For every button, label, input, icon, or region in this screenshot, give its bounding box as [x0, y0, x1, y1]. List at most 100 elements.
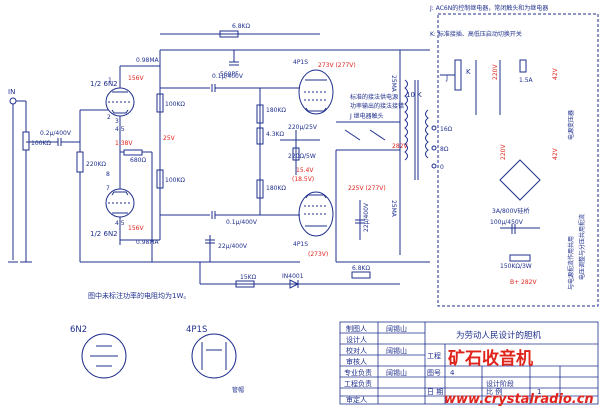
label-r-220-5w: 220Ω/5W [288, 153, 316, 160]
svg-text:J: J [445, 74, 448, 82]
resistor-100k-in [22, 131, 30, 151]
tb-ratio-lbl: 比 例 [486, 387, 502, 396]
label-r-100k-b: 100KΩ [165, 177, 185, 184]
tb-r1: 制图人 [346, 324, 367, 333]
label-220v-b: 220V [500, 144, 507, 160]
tb-proj: 工程 [427, 351, 441, 360]
note-top-right-2: K: 标准接插、高低压启动切换开关 [430, 30, 522, 38]
label-r-68k-b: 6.8KΩ [352, 265, 370, 272]
svg-text:8: 8 [106, 171, 110, 178]
tb-name-c: 阔锡山 [386, 368, 407, 377]
note-bottom-left: 图中未标注功率的电阻均为1W。 [88, 291, 190, 300]
tb-sheet: 4 [450, 369, 455, 377]
label-fuse: 1.5A [519, 77, 534, 84]
label-sym-6n2: 6N2 [70, 325, 87, 335]
tb-fig: 图号 [427, 369, 441, 377]
tb-name-a: 阔锡山 [386, 324, 407, 333]
label-25v: 25V [163, 135, 176, 142]
note-mid-1: 标准的接法供电源 [350, 93, 398, 101]
label-c-01b: 0.1μ/400V [226, 219, 258, 226]
label-225v: 225V (277V) [348, 185, 386, 192]
svg-text:1: 1 [108, 77, 112, 84]
label-bridge: 3A/800V硅桥 [492, 207, 530, 215]
label-r-180k-b: 180KΩ [266, 185, 286, 192]
bridge-rectifier [499, 159, 541, 201]
label-vert-psu2: 电压调整与分压共用扼流 [578, 214, 586, 280]
diode-in4001 [289, 279, 300, 289]
resistor-680 [123, 149, 143, 156]
tb-design-lbl: 设计阶段 [486, 379, 514, 388]
label-42v: 42V [552, 67, 559, 80]
symbol-6n2 [81, 333, 127, 379]
tb-r6: 工程负责 [344, 379, 372, 388]
tb-r5: 专业负责 [344, 368, 372, 377]
label-154v: 15.4V [296, 167, 314, 174]
svg-text:K: K [466, 68, 471, 76]
label-r-100k: 100KΩ [31, 140, 51, 147]
label-273v-top: 273V (277V) [318, 62, 356, 69]
label-cap-in: 0.2μ/400V [40, 130, 72, 137]
watermark-cn: 矿石收音机 [448, 348, 533, 369]
tube-4p1s-top [298, 69, 334, 115]
resistor-220k [76, 151, 84, 173]
psu-box [437, 13, 599, 307]
label-in: IN [8, 88, 15, 96]
label-tap-8: 8Ω [440, 146, 449, 153]
label-r-150k: 150KΩ/3W [500, 263, 532, 270]
label-4p1s-bot: 4P1S [293, 241, 308, 248]
tb-r7: 审定人 [346, 395, 367, 404]
label-c-100: 100μ/450V [490, 219, 524, 226]
label-r-680: 680Ω [130, 157, 146, 164]
input-jack [9, 97, 17, 105]
label-c-560: 560PF [220, 71, 239, 78]
label-tap-0: 0 [440, 164, 444, 171]
label-sym-4p1s: 4P1S [186, 325, 207, 335]
note-mid-3: J 继电器触头 [349, 112, 384, 120]
label-b-plus: B+ 282V [510, 279, 538, 286]
label-diode: IN4001 [282, 273, 304, 280]
note-mid-2: 功率输出的接法接错 [350, 102, 404, 110]
svg-text:7: 7 [106, 185, 110, 192]
label-273v-bot: (273V) [308, 251, 328, 258]
label-ma-top: 0.98MA [136, 57, 160, 64]
svg-text:3: 3 [115, 118, 119, 125]
symbol-4p1s [191, 333, 237, 379]
label-sym-note: 管帽 [232, 386, 244, 394]
output-transformer-primary [404, 79, 408, 161]
label-c-220: 220μ/25V [288, 124, 318, 131]
watermark-url: www.crystalradio.cn [444, 392, 594, 406]
label-c-22: 22μ/400V [218, 243, 248, 250]
output-transformer-secondary [425, 109, 429, 159]
label-185v: (18.5V) [292, 176, 314, 183]
title-block [339, 321, 599, 405]
label-vert-psu: 电源变压器 [567, 110, 575, 140]
label-c-22b: 22μ/400V [363, 202, 370, 232]
label-42v-b: 42V [552, 147, 559, 160]
note-top-right-1: J: AC6N的控制继电器，常闭触头和为继电器 [429, 4, 548, 12]
label-25ma-a: 25MA [390, 75, 397, 93]
tb-r2: 设计人 [346, 335, 367, 344]
label-138v: 1.38V [115, 140, 133, 147]
label-156v-top: 156V [128, 75, 144, 82]
tb-r4: 审核人 [346, 357, 367, 366]
label-156v-bot: 156V [128, 225, 144, 232]
label-r-15k: 15KΩ [240, 274, 257, 281]
resistor-68k [219, 30, 239, 38]
label-r-220k: 220KΩ [86, 161, 106, 168]
label-25ma-b: 25MA [390, 200, 397, 218]
tb-r3: 校对人 [346, 346, 367, 355]
label-ma-bot: 0.98MA [136, 239, 160, 246]
label-6n2-bot: 1/2 6N2 [90, 230, 118, 238]
label-4p1s-top: 4P1S [293, 59, 308, 66]
tb-title: 为劳动人民设计的胆机 [456, 330, 542, 341]
tb-date-lbl: 日 期 [427, 388, 443, 396]
svg-text:2: 2 [107, 114, 111, 121]
label-c-01: 0.1μ/400V [212, 73, 244, 80]
tube-4p1s-bot [298, 191, 334, 237]
label-r-180k-a: 180KΩ [266, 107, 286, 114]
tb-name-b: 阔锡山 [386, 346, 407, 355]
label-tx-10k: 10 K [406, 91, 422, 99]
label-r-43k: 4.3KΩ [266, 131, 284, 138]
